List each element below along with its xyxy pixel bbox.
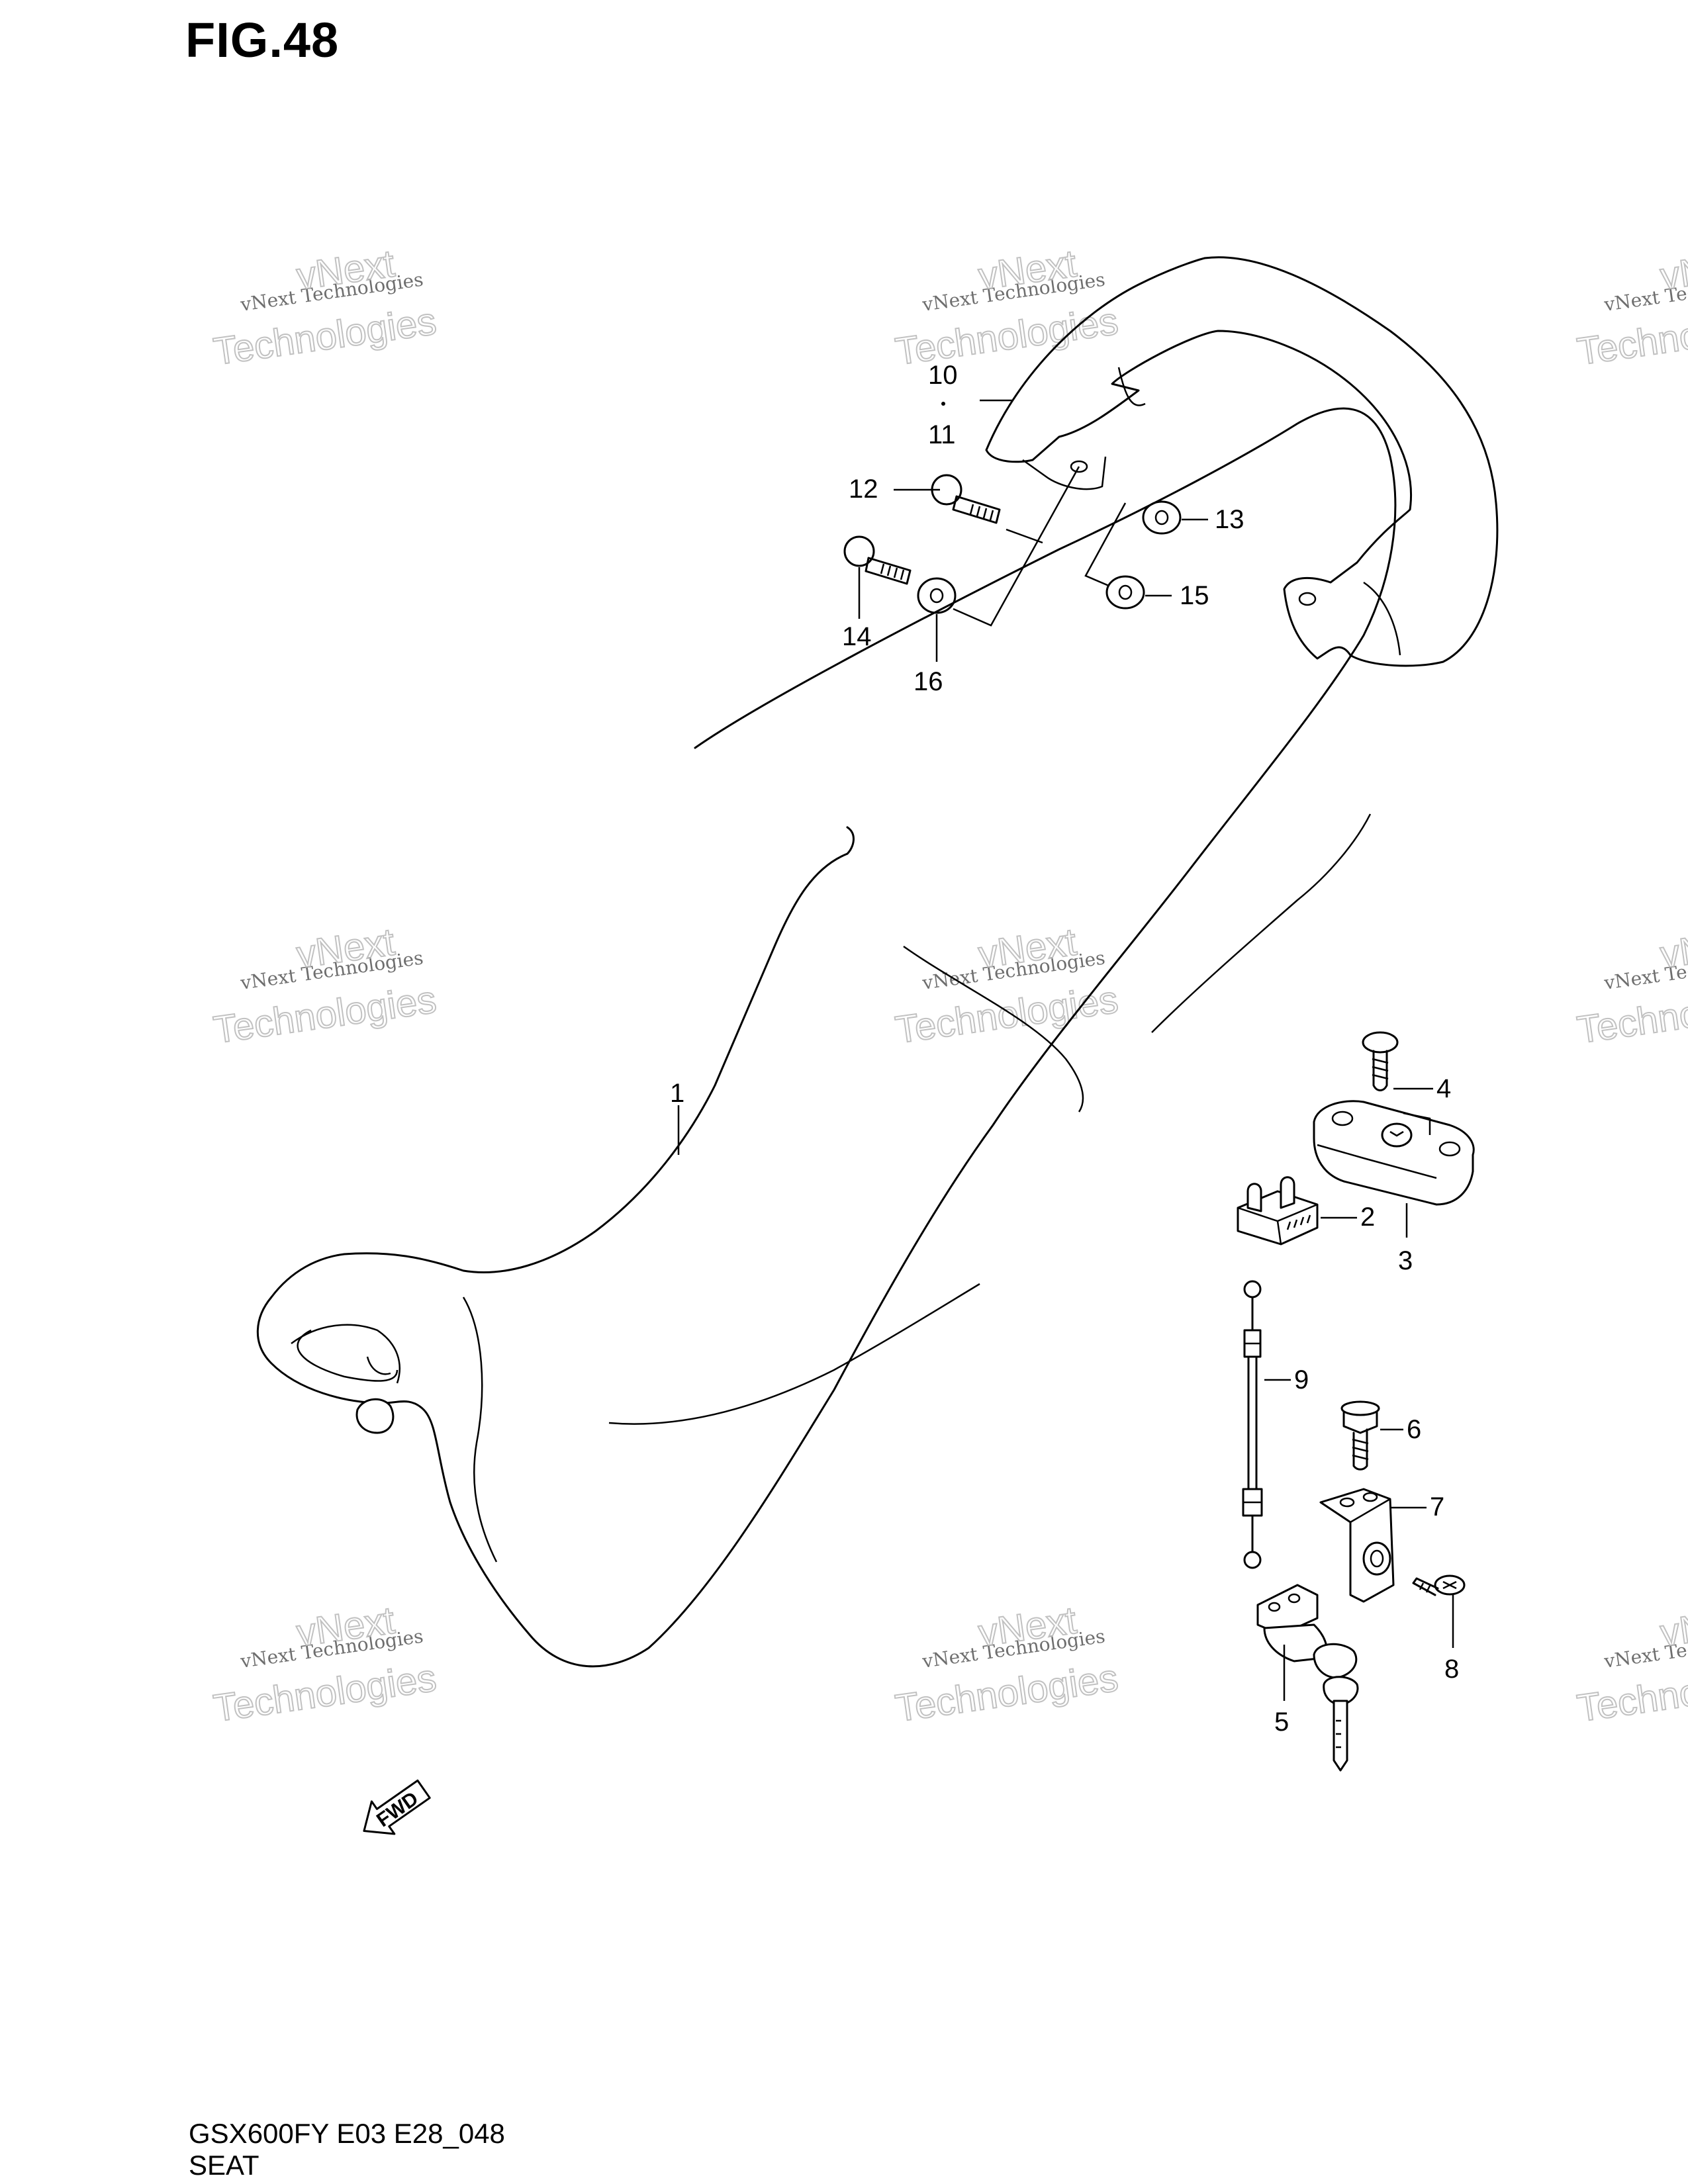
callout-13: 13 (1215, 505, 1244, 534)
callout-2: 2 (1360, 1203, 1375, 1232)
callout-labels: 1 2 3 4 5 6 7 8 9 10 11 12 13 14 15 16 (670, 361, 1459, 1737)
svg-text:vNext: vNext (1658, 1599, 1688, 1655)
callout-12: 12 (849, 475, 878, 504)
svg-text:vNext: vNext (1658, 242, 1688, 298)
lock-part-5 (1256, 1584, 1359, 1772)
svg-text:vNext: vNext (1658, 921, 1688, 977)
callout-7: 7 (1430, 1492, 1444, 1522)
callout-dot (941, 402, 945, 406)
diagram-name: SEAT (189, 2150, 259, 2181)
fwd-arrow: FWD (363, 1779, 431, 1835)
watermark: vNext Technologies vNext Technologies (1574, 920, 1688, 1053)
watermark-group: vNext Technologies vNext Technologies vN… (211, 242, 1688, 1731)
watermark: vNext Technologies vNext Technologies (892, 242, 1121, 375)
watermark: vNext Technologies vNext Technologies (211, 1598, 440, 1731)
figure-title: FIG.48 (185, 13, 340, 68)
washer-part-13 (1142, 500, 1182, 535)
callout-15: 15 (1180, 581, 1209, 610)
callout-8: 8 (1444, 1655, 1459, 1684)
screw-part-8 (1412, 1574, 1466, 1596)
callout-5: 5 (1274, 1707, 1289, 1737)
assembly-lines (953, 466, 1127, 627)
watermark: vNext Technologies vNext Technologies (1574, 1598, 1688, 1731)
callout-9: 9 (1294, 1365, 1309, 1394)
leader-lines (677, 399, 1454, 1701)
callout-10: 10 (928, 361, 958, 390)
buffer-part-2 (1237, 1176, 1319, 1246)
screw-part-4 (1362, 1031, 1399, 1091)
callout-4: 4 (1436, 1074, 1451, 1103)
bolt-part-12 (931, 474, 1001, 524)
washer-part-16 (917, 577, 957, 614)
callout-16: 16 (914, 667, 943, 696)
cable-part-9 (1242, 1280, 1263, 1569)
washer-part-15 (1105, 575, 1145, 610)
watermark: vNext Technologies vNext Technologies (211, 920, 440, 1053)
callout-11: 11 (928, 420, 956, 449)
watermark: vNext Technologies vNext Technologies (892, 1598, 1121, 1731)
callout-3: 3 (1398, 1246, 1413, 1275)
watermark: vNext Technologies vNext Technologies (1574, 242, 1688, 375)
bracket-part-7 (1319, 1488, 1395, 1603)
callout-1: 1 (670, 1079, 684, 1108)
bolt-part-14 (843, 535, 912, 585)
callout-6: 6 (1407, 1415, 1421, 1444)
grab-handle-part (985, 256, 1499, 667)
watermark: vNext Technologies vNext Technologies (211, 242, 440, 375)
callout-14: 14 (842, 622, 872, 651)
diagram-code: GSX600FY E03 E28_048 (189, 2118, 505, 2149)
latch-part-3 (1313, 1100, 1475, 1206)
seat-part-1 (256, 407, 1397, 1668)
bolt-part-6 (1340, 1400, 1380, 1471)
watermark: vNext Technologies vNext Technologies (892, 920, 1121, 1053)
